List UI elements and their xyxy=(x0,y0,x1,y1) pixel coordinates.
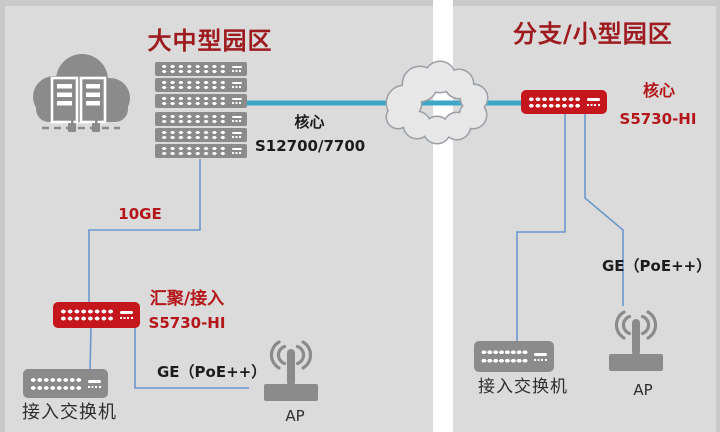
branch-access-point-icon xyxy=(607,306,665,376)
agg-access-link xyxy=(89,326,92,372)
branch-core-switch-label: 核心 xyxy=(642,81,675,100)
stack-unit xyxy=(155,112,247,126)
stack-unit xyxy=(155,144,247,158)
panel-divider xyxy=(433,0,453,432)
wan-cloud-icon xyxy=(380,57,493,150)
access-switch-label: 接入交换机 xyxy=(22,402,117,423)
branch-core-switch-icon xyxy=(521,90,607,114)
cloud-datacenter-icon xyxy=(28,53,136,149)
aggregation-switch-label: 汇聚/接入 xyxy=(149,289,225,309)
branch-ap-label: AP xyxy=(633,381,653,399)
core-switch-model: S12700/7700 xyxy=(255,137,366,155)
aggregation-switch-model: S5730-HI xyxy=(148,314,226,332)
branch-campus-title: 分支/小型园区 xyxy=(513,20,673,48)
branch-access-switch-icon xyxy=(474,341,554,372)
access-switch-icon xyxy=(23,369,108,398)
ap-label: AP xyxy=(285,407,305,425)
core-switch-stack-icon xyxy=(155,62,247,158)
branch-ap-link-label: GE（PoE++） xyxy=(602,257,712,275)
stack-unit xyxy=(155,62,247,76)
branch-core-switch-model: S5730-HI xyxy=(619,110,697,128)
access-point-icon xyxy=(262,336,320,406)
large-campus-title: 大中型园区 xyxy=(147,27,273,55)
branch-core-ap-link xyxy=(584,113,624,306)
stack-unit xyxy=(155,78,247,92)
core-agg-10ge-link xyxy=(88,159,201,303)
aggregation-switch-icon xyxy=(53,302,140,328)
branch-access-switch-label: 接入交换机 xyxy=(478,377,568,397)
branch-core-access-link xyxy=(516,113,566,342)
ap-link-label: GE（PoE++） xyxy=(157,363,267,381)
agg-ap-ge-link xyxy=(134,327,249,389)
stack-unit xyxy=(155,94,247,108)
downlink-speed-label: 10GE xyxy=(118,205,162,223)
core-switch-label: 核心 xyxy=(294,113,325,131)
stack-unit xyxy=(155,128,247,142)
